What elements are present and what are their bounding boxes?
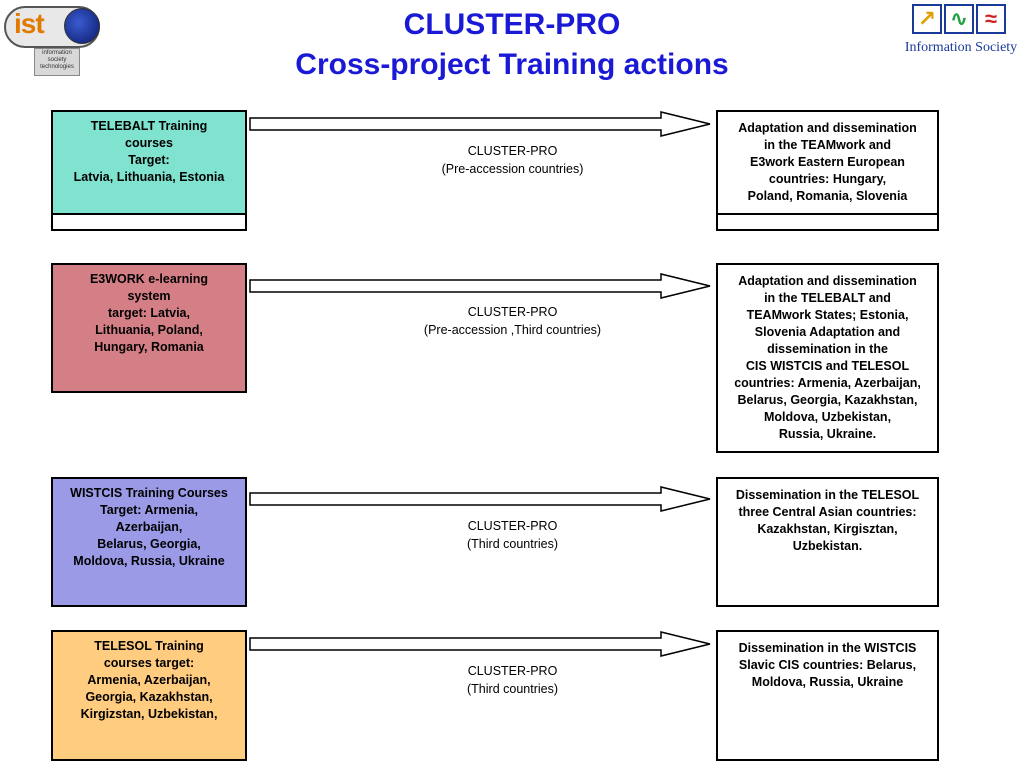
- source-text-line: TELEBALT Training: [90, 119, 208, 133]
- target-text-line: Uzbekistan.: [792, 539, 863, 553]
- source-text-line: Azerbaijan,: [115, 520, 183, 534]
- flow-arrow: [249, 631, 711, 657]
- source-text-line: target: Latvia,: [108, 306, 190, 320]
- target-text-line: countries: Hungary,: [768, 172, 887, 186]
- information-society-logo: ↗ ∿ ≈ Information Society: [896, 2, 1024, 62]
- flow-arrow-shape: [249, 273, 711, 299]
- target-box: Dissemination in the TELESOL three Centra…: [716, 477, 939, 607]
- link-label-line: (Third countries): [467, 682, 558, 696]
- source-text-line: courses: [125, 136, 173, 150]
- target-text-line: Russia, Ukraine.: [778, 427, 877, 441]
- link-label: CLUSTER-PRO (Pre-accession ,Third countri…: [380, 303, 645, 339]
- link-label-line: CLUSTER-PRO: [467, 664, 558, 678]
- target-text-line: Poland, Romania, Slovenia: [747, 189, 908, 203]
- flow-arrow-shape: [249, 486, 711, 512]
- target-box: Adaptation and dissemination in the TELEB…: [716, 263, 939, 453]
- box-footer-strip: [718, 213, 937, 229]
- source-box: TELESOL Training courses target: Armenia, …: [51, 630, 247, 761]
- link-label: CLUSTER-PRO (Third countries): [380, 517, 645, 553]
- target-text-line: in the TELEBALT and: [764, 291, 891, 305]
- link-label-line: CLUSTER-PRO: [467, 519, 558, 533]
- source-text-line: E3WORK e-learning: [89, 272, 209, 286]
- arrow-icon: ↗: [912, 4, 942, 34]
- target-text-line: CIS WISTCIS and TELESOL: [745, 359, 910, 373]
- flow-arrow: [249, 486, 711, 512]
- ist-logo-mark: ist: [14, 8, 45, 39]
- signal-icon: ≈: [976, 4, 1006, 34]
- source-text-line: Latvia, Lithuania, Estonia: [73, 170, 225, 184]
- target-text-line: TEAMwork States; Estonia,: [746, 308, 909, 322]
- target-text-line: E3work Eastern European: [750, 155, 905, 169]
- source-text-line: Kirgizstan, Uzbekistan,: [80, 707, 218, 721]
- target-text-line: Adaptation and dissemination: [738, 121, 917, 135]
- link-label-line: (Third countries): [467, 537, 558, 551]
- ist-subtitle-line: society: [47, 57, 67, 63]
- source-text-line: Lithuania, Poland,: [95, 323, 203, 337]
- target-box: Dissemination in the WISTCIS Slavic CIS c…: [716, 630, 939, 761]
- target-text-line: Moldova, Russia, Ukraine: [751, 675, 904, 689]
- information-society-text: Information Society: [904, 40, 1018, 55]
- globe-icon: [64, 8, 100, 44]
- source-text-line: Armenia, Azerbaijan,: [87, 673, 211, 687]
- wave-icon: ∿: [944, 4, 974, 34]
- source-text-line: Target:: [128, 153, 170, 167]
- page-title: CLUSTER-PRO: [403, 8, 621, 41]
- flow-arrow-shape: [249, 631, 711, 657]
- ist-subtitle-line: information: [42, 50, 72, 56]
- ist-logo: ist information society technologies: [2, 2, 108, 78]
- target-box: Adaptation and dissemination in the TEAMw…: [716, 110, 939, 231]
- source-text-line: TELESOL Training: [94, 639, 204, 653]
- flow-arrow: [249, 273, 711, 299]
- page-subtitle: Cross-project Training actions: [295, 48, 729, 81]
- link-label-line: (Pre-accession countries): [441, 162, 584, 176]
- target-text-line: Dissemination in the TELESOL: [735, 488, 920, 502]
- target-text-line: Slovenia Adaptation and: [754, 325, 901, 339]
- target-text-line: Kazakhstan, Kirgisztan,: [757, 522, 898, 536]
- source-text-line: Hungary, Romania: [94, 340, 204, 354]
- target-text-line: in the TEAMwork and: [763, 138, 892, 152]
- information-society-icons: ↗ ∿ ≈: [912, 4, 1006, 34]
- ist-logo-subtitle: information society technologies: [34, 48, 80, 76]
- link-label: CLUSTER-PRO (Third countries): [380, 662, 645, 698]
- target-text-line: countries: Armenia, Azerbaijan,: [734, 376, 921, 390]
- link-label-line: CLUSTER-PRO: [467, 305, 558, 319]
- source-text-line: WISTCIS Training Courses: [70, 486, 228, 500]
- source-text-line: Belarus, Georgia,: [97, 537, 201, 551]
- target-text-line: Belarus, Georgia, Kazakhstan,: [737, 393, 918, 407]
- target-text-line: Moldova, Uzbekistan,: [763, 410, 892, 424]
- source-text-line: Georgia, Kazakhstan,: [85, 690, 213, 704]
- link-label-line: CLUSTER-PRO: [467, 144, 558, 158]
- link-label: CLUSTER-PRO (Pre-accession countries): [380, 142, 645, 178]
- ist-subtitle-line: technologies: [40, 64, 74, 70]
- target-text-line: dissemination in the: [767, 342, 888, 356]
- target-text-line: Adaptation and dissemination: [738, 274, 917, 288]
- source-text-line: Moldova, Russia, Ukraine: [73, 554, 225, 568]
- flow-arrow: [249, 111, 711, 137]
- target-text-line: Slavic CIS countries: Belarus,: [738, 658, 917, 672]
- source-box: E3WORK e-learning system target: Latvia, Li…: [51, 263, 247, 393]
- source-text-line: system: [127, 289, 171, 303]
- link-label-line: (Pre-accession ,Third countries): [423, 323, 602, 337]
- target-text-line: Dissemination in the WISTCIS: [738, 641, 917, 655]
- source-text-line: courses target:: [103, 656, 195, 670]
- target-text-line: three Central Asian countries:: [738, 505, 917, 519]
- source-text-line: Target: Armenia,: [100, 503, 198, 517]
- box-footer-strip: [53, 213, 245, 229]
- flow-arrow-shape: [249, 111, 711, 137]
